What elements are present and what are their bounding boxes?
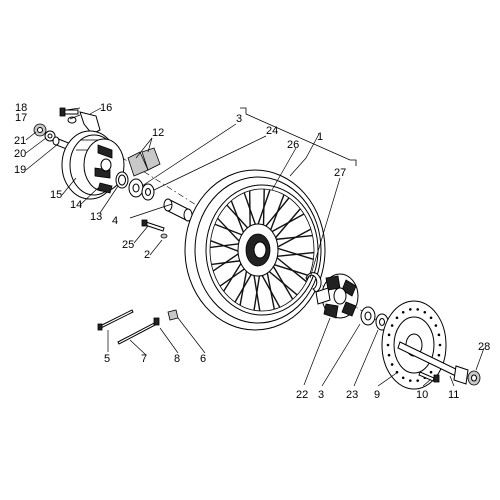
screw-25 [141,219,165,232]
leader-lines [25,107,485,387]
disc-bolt-10 [418,371,440,383]
disc-hole [401,376,405,380]
callout-4: 4 [112,215,118,227]
oring-13 [115,171,129,189]
disc-hole [437,333,441,337]
disc-hole [429,316,433,320]
bolt-18 [59,107,79,117]
callout-27: 27 [334,167,346,179]
callout-22: 22 [296,389,308,401]
disc-hole [408,379,412,382]
disc-hole [423,310,427,314]
callout-7: 7 [141,353,147,365]
bearing-3-left [128,178,144,198]
callout-16: 16 [100,102,112,114]
cush-drive-hub-22 [315,273,359,319]
spoke-5 [97,309,134,331]
callout-1: 1 [317,131,323,143]
disc-hole [386,343,390,347]
callout-labels: 1 2 3 3 4 5 6 7 8 9 10 11 12 13 14 15 16… [14,102,490,401]
washer-17 [67,116,77,124]
disc-hole [438,343,442,347]
disc-hole [416,308,420,311]
disc-hole [387,333,391,337]
spoke-line [271,228,312,251]
callout-2: 2 [144,249,150,261]
callout-18: 18 [15,102,27,114]
callout-12: 12 [152,127,164,139]
spacer-tube-4 [163,198,193,222]
seal-left [141,183,155,201]
nut-28 [467,370,481,386]
callout-21: 21 [14,135,26,147]
callout-28: 28 [478,341,490,353]
callout-25: 25 [122,239,134,251]
brake-shoes-12 [127,147,161,177]
disc-hole [387,353,391,357]
callout-14: 14 [70,199,82,211]
spoke-7 [117,317,160,345]
brake-drum-14 [83,138,125,194]
disc-hole [434,324,438,327]
disc-hole [437,353,441,357]
nipple-2 [160,233,168,239]
callout-24: 24 [266,125,278,137]
spoke-line [271,245,314,261]
callout-15: 15 [50,189,62,201]
disc-hole [429,370,433,374]
nut-21 [33,123,47,137]
callout-20: 20 [14,148,26,160]
bearing-3-right [360,306,376,326]
nipple-6 [167,309,179,321]
callout-6: 6 [200,353,206,365]
disc-hole [401,310,405,314]
axle-11 [397,341,469,385]
callout-11: 11 [448,389,459,401]
disc-hole [395,316,399,320]
spoke-line [270,251,315,258]
disc-hole [390,324,394,327]
callout-8: 8 [174,353,180,365]
callout-26: 26 [287,139,299,151]
callout-3-bottom: 3 [318,389,324,401]
hub-24 [237,223,279,277]
callout-13: 13 [90,211,102,223]
callout-19: 19 [14,164,26,176]
callout-3-top: 3 [236,113,242,125]
disc-hole [390,363,394,366]
callout-5: 5 [104,353,110,365]
disc-hole [408,308,412,311]
assembly-bracket [240,107,357,166]
callout-10: 10 [416,389,428,401]
spacer-20 [44,130,56,142]
disc-hole [416,379,420,382]
callout-17: 17 [15,112,27,124]
callout-23: 23 [346,389,358,401]
callout-9: 9 [374,389,380,401]
